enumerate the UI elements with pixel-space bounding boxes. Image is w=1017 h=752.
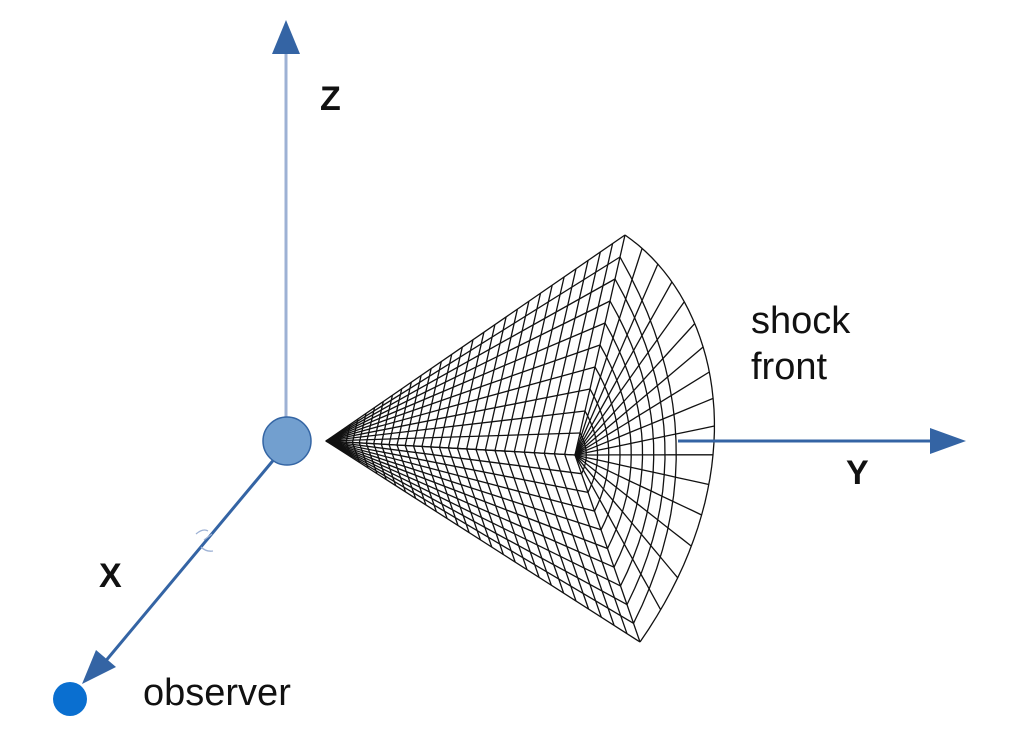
mesh-generator-line [325, 440, 602, 531]
mesh-cap-radial-line [574, 248, 643, 456]
mesh-generator-line [325, 440, 608, 550]
mesh-cap-radial-line [574, 397, 714, 456]
x-axis-arrowhead [82, 650, 116, 684]
mesh-cap-ring-line [594, 366, 621, 531]
mesh-generator-line [325, 440, 628, 606]
mesh-generator-line [325, 440, 582, 475]
shock-front-label-line1: shock [751, 300, 851, 342]
mesh-generator-line [325, 256, 621, 442]
mesh-generator-line [325, 344, 601, 442]
x-axis-small-mark [195, 529, 214, 552]
mesh-cap-radial-line [574, 323, 696, 456]
mesh-cap-radial-line [574, 454, 702, 516]
mesh-cap-radial-line [574, 454, 662, 611]
mesh-cap-radial-line [574, 454, 709, 486]
y-axis-arrowhead [930, 428, 966, 454]
y-axis-label: Y [846, 454, 869, 492]
mesh-generator-line [325, 440, 595, 512]
origin-point [262, 416, 312, 466]
mesh-cap-radial-line [574, 301, 685, 456]
mesh-cap-ring-line [604, 322, 644, 568]
mesh-cap-radial-line [574, 454, 692, 547]
mesh-cap-radial-line [574, 263, 659, 456]
mesh-generator-line [325, 440, 576, 456]
observer-point [53, 682, 87, 716]
x-axis-label: X [99, 557, 122, 595]
z-axis-label: Z [320, 80, 341, 118]
mesh-generator-line [325, 234, 626, 442]
mesh-generator-line [325, 440, 634, 624]
mesh-generator-line [325, 300, 611, 442]
mesh-generator-line [325, 278, 616, 442]
mesh-cap-ring-line [609, 300, 655, 587]
mesh-generator-line [325, 432, 581, 442]
mesh-cap-radial-line [574, 454, 679, 579]
x-axis-line [102, 456, 278, 664]
mesh-cap-radial-line [574, 346, 704, 456]
mesh-cap-radial-line [574, 371, 710, 456]
mesh-generator-line [325, 366, 596, 442]
mesh-cap-ring-line [599, 344, 632, 549]
mesh-cap-radial-line [574, 425, 715, 456]
mesh-generator-line [325, 440, 589, 494]
mesh-generator-line [325, 440, 615, 568]
mesh-generator-line [325, 440, 641, 643]
mesh-generator-line [325, 322, 606, 442]
mesh-cap-radial-line [574, 281, 673, 456]
mesh-cap-ring-line [614, 278, 666, 605]
observer-label: observer [143, 672, 291, 714]
mesh-generator-line [325, 440, 621, 587]
mesh-generator-line [325, 388, 591, 442]
mesh-generator-line [325, 410, 586, 442]
mesh-cap-ring-line [619, 256, 677, 624]
shock-front-cone-mesh [325, 234, 716, 643]
z-axis-arrowhead [272, 20, 300, 54]
shock-front-label-line2: front [751, 346, 828, 388]
